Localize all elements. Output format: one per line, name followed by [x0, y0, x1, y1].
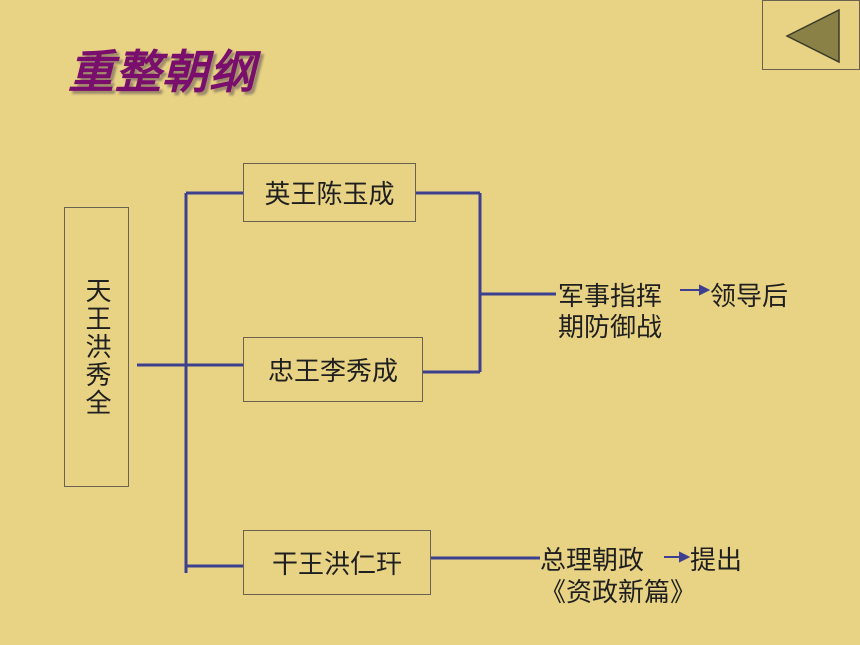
admin-outcome-result: 提出 [690, 546, 743, 576]
admin-outcome-line2: 《资政新篇》 [540, 578, 697, 608]
back-triangle-icon[interactable] [763, 1, 859, 69]
node-ganwang: 干王洪仁玕 [243, 530, 431, 595]
slide-title: 重整朝纲 [68, 45, 256, 99]
military-outcome-line1: 军事指挥 [558, 282, 663, 312]
admin-outcome-line1: 总理朝政 [540, 546, 645, 576]
root-node: 天王洪秀全 [64, 207, 129, 487]
back-button[interactable] [762, 0, 860, 70]
military-outcome-line2: 期防御战 [558, 313, 663, 343]
node-yingwang: 英王陈玉成 [243, 163, 416, 222]
military-outcome-result: 领导后 [710, 282, 789, 312]
node-zhongwang: 忠王李秀成 [243, 337, 423, 402]
